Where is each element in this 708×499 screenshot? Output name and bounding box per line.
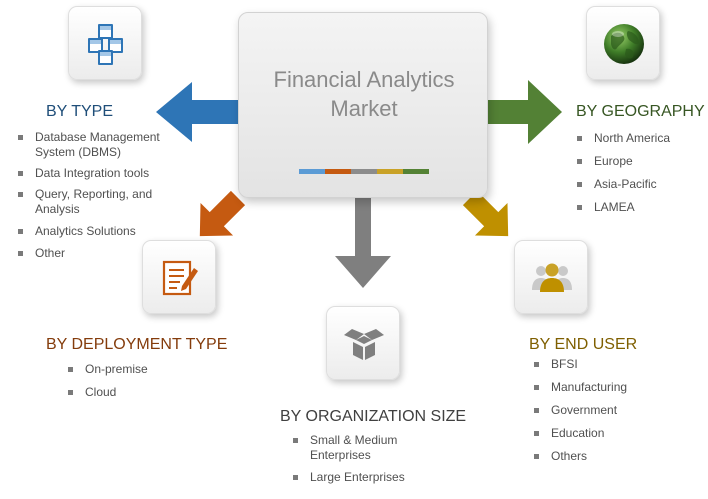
- list-item: BFSI: [532, 357, 682, 372]
- organization-list: Small & Medium Enterprises Large Enterpr…: [291, 433, 441, 485]
- type-heading: BY TYPE: [46, 103, 113, 120]
- market-title: Financial Analytics Market: [239, 65, 489, 123]
- cubes-icon: [88, 24, 123, 65]
- list-item: North America: [575, 131, 705, 146]
- box-icon: [344, 329, 384, 360]
- geography-heading: BY GEOGRAPHY: [576, 103, 705, 120]
- document-edit-icon: [162, 260, 198, 296]
- deployment-list: On-premise Cloud: [66, 362, 196, 400]
- market-title-line1: Financial Analytics: [273, 67, 455, 92]
- arrow-to-geography: [488, 80, 562, 144]
- geography-list: North America Europe Asia-Pacific LAMEA: [575, 131, 705, 215]
- geography-icon-card: [586, 6, 660, 80]
- list-item: Small & Medium Enterprises: [291, 433, 426, 463]
- end-user-heading: BY END USER: [529, 336, 638, 353]
- list-item: Asia-Pacific: [575, 177, 705, 192]
- end-user-icon-card: [514, 240, 588, 314]
- list-item: Europe: [575, 154, 705, 169]
- arrow-to-deployment: [199, 190, 246, 237]
- market-title-line2: Market: [330, 96, 398, 121]
- list-item: Other: [16, 246, 184, 261]
- list-item: Analytics Solutions: [16, 224, 184, 239]
- arrow-to-organization: [335, 198, 391, 288]
- end-user-list: BFSI Manufacturing Government Education …: [532, 357, 682, 464]
- color-bar-segment: [377, 169, 403, 174]
- organization-icon-card: [326, 306, 400, 380]
- list-item: Database Management System (DBMS): [16, 130, 184, 160]
- list-item: Data Integration tools: [16, 166, 184, 181]
- list-item: LAMEA: [575, 200, 705, 215]
- deployment-icon-card: [142, 240, 216, 314]
- color-bar: [299, 169, 429, 174]
- list-item: Large Enterprises: [291, 470, 441, 485]
- arrow-to-end-user: [462, 190, 509, 237]
- market-title-card: Financial Analytics Market: [238, 12, 488, 198]
- type-list: Database Management System (DBMS) Data I…: [16, 130, 184, 261]
- organization-heading: BY ORGANIZATION SIZE: [280, 408, 467, 425]
- deployment-heading: BY DEPLOYMENT TYPE: [46, 336, 228, 353]
- users-icon: [532, 263, 572, 292]
- color-bar-segment: [351, 169, 377, 174]
- type-icon-card: [68, 6, 142, 80]
- list-item: Cloud: [66, 385, 196, 400]
- color-bar-segment: [325, 169, 351, 174]
- list-item: Others: [532, 449, 682, 464]
- list-item: Query, Reporting, and Analysis: [16, 187, 184, 217]
- list-item: Government: [532, 403, 682, 418]
- list-item: On-premise: [66, 362, 196, 377]
- color-bar-segment: [403, 169, 429, 174]
- list-item: Manufacturing: [532, 380, 682, 395]
- arrow-to-type: [156, 82, 238, 142]
- list-item: Education: [532, 426, 682, 441]
- globe-icon: [604, 24, 644, 64]
- color-bar-segment: [299, 169, 325, 174]
